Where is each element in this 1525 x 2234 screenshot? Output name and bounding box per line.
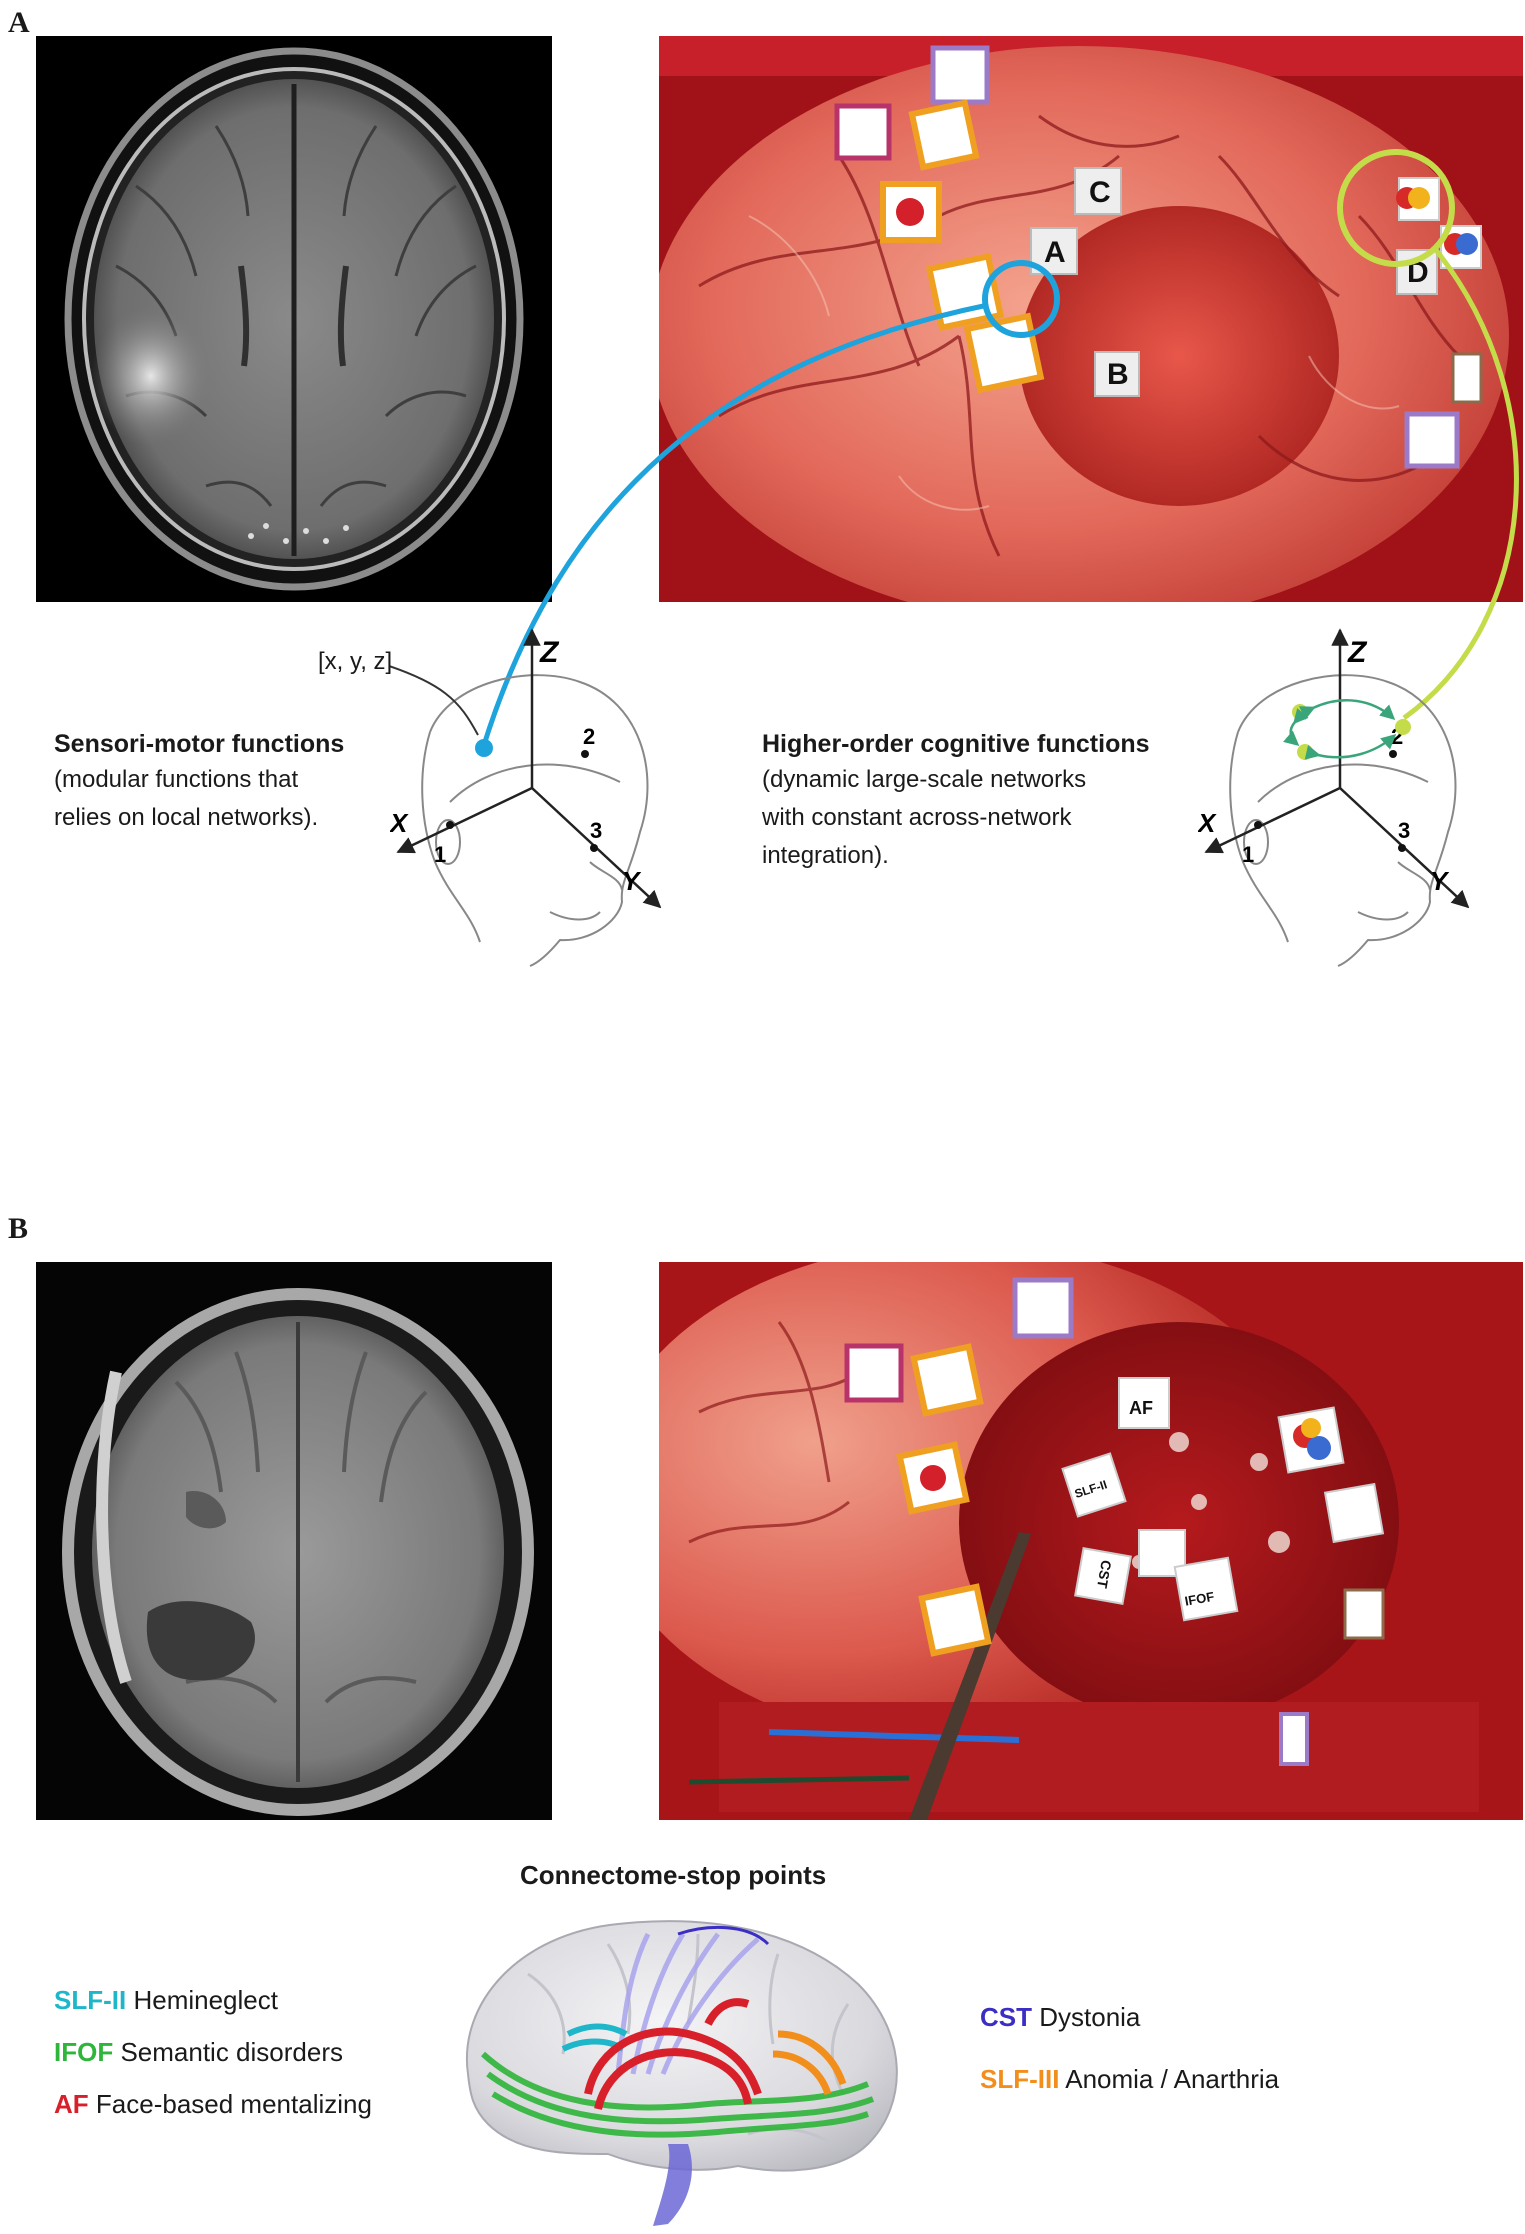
tag-ifof (1173, 1556, 1239, 1622)
legend-right: CST Dystonia SLF-III Anomia / Anarthria (980, 2002, 1279, 2126)
tag-slf-ii (1061, 1452, 1127, 1518)
panel-b-letter: B (8, 1212, 29, 1245)
coordinate-label: [x, y, z] (318, 648, 393, 675)
network-node-1 (1292, 704, 1308, 720)
cognitive-title: Higher-order cognitive functions (762, 730, 1150, 758)
legend-label: Anomia / Anarthria (1065, 2064, 1280, 2094)
sensorimotor-block: Sensori-motor functions (modular functio… (54, 730, 344, 837)
legend-item-slf-iii: SLF-III Anomia / Anarthria (980, 2064, 1279, 2126)
local-node-dot (475, 739, 493, 757)
tag-af (1118, 1377, 1170, 1429)
legend-label: Hemineglect (133, 1985, 278, 2015)
axis-y-label: Y (622, 866, 642, 896)
cognitive-desc-line-3: integration). (762, 842, 889, 869)
axis-z-label: Z (539, 636, 560, 669)
blue-connector-line (480, 302, 989, 749)
network-node-2 (1297, 744, 1313, 760)
cortex-tag-c: C (1089, 176, 1111, 209)
legend-label: Semantic disorders (120, 2037, 343, 2067)
axis-tick-1: 1 (434, 842, 446, 867)
legend-item-cst: CST Dystonia (980, 2002, 1279, 2064)
legend-abbr: IFOF (54, 2037, 114, 2067)
highlight-circle-green (1337, 149, 1455, 267)
panel-a-letter: A (8, 6, 30, 39)
tag-cst-text: CST (1094, 1559, 1115, 1590)
cognitive-desc-line-2: with constant across-network (762, 804, 1072, 831)
tag-cst (1074, 1547, 1132, 1605)
mri-scan-postoperative-t1 (36, 1262, 552, 1820)
axis-x-label: X (390, 808, 409, 838)
connectome-title: Connectome-stop points (520, 1860, 827, 1890)
legend-abbr: SLF-III (980, 2064, 1060, 2094)
sensorimotor-title: Sensori-motor functions (54, 730, 345, 758)
panel-a-annotation-overlay (480, 149, 1519, 749)
legend-item-slf-ii: SLF-II Hemineglect (54, 1985, 372, 2037)
connectome-tractography-brain (465, 1920, 898, 2226)
head-sketch-large-scale-networks: Z X Y 1 2 3 (1198, 628, 1470, 967)
axis-x-label: X (1198, 808, 1217, 838)
legend-abbr: AF (54, 2089, 89, 2119)
intraoperative-photo-resection-cavity: AF SLF-II CST IFOF (659, 1262, 1523, 1820)
sensorimotor-desc-line-2: relies on local networks). (54, 804, 319, 831)
network-node-3 (1395, 719, 1411, 735)
tag-ifof-text: IFOF (1184, 1589, 1216, 1609)
axis-tick-2: 2 (583, 724, 595, 749)
intraoperative-photo-cortex-mapping: C A B D (659, 36, 1523, 602)
head-sketch-local-networks: Z X Y 1 2 3 (390, 628, 662, 967)
axis-y-label: Y (1430, 866, 1450, 896)
cognitive-desc-line-1: (dynamic large-scale networks (762, 766, 1087, 793)
legend-left: SLF-II Hemineglect IFOF Semantic disorde… (54, 1985, 372, 2141)
axis-z-label: Z (1347, 636, 1368, 669)
cognitive-block: Higher-order cognitive functions (dynami… (762, 730, 1150, 875)
green-connector-line (1402, 248, 1519, 721)
axis-tick-3: 3 (1398, 818, 1410, 843)
highlight-circle-blue (982, 260, 1060, 338)
legend-abbr: SLF-II (54, 1985, 127, 2015)
tag-af-text: AF (1129, 1398, 1153, 1418)
legend-item-ifof: IFOF Semantic disorders (54, 2037, 372, 2089)
cortex-tag-b: B (1107, 358, 1129, 391)
sensorimotor-desc-line-1: (modular functions that (54, 766, 299, 793)
legend-abbr: CST (980, 2002, 1032, 2032)
axis-tick-3: 3 (590, 818, 602, 843)
legend-label: Face-based mentalizing (95, 2089, 372, 2119)
mri-scan-axial-flair (36, 36, 552, 602)
legend-label: Dystonia (1039, 2002, 1141, 2032)
axis-tick-1: 1 (1242, 842, 1254, 867)
cortex-tag-a: A (1044, 236, 1066, 269)
legend-item-af: AF Face-based mentalizing (54, 2089, 372, 2141)
